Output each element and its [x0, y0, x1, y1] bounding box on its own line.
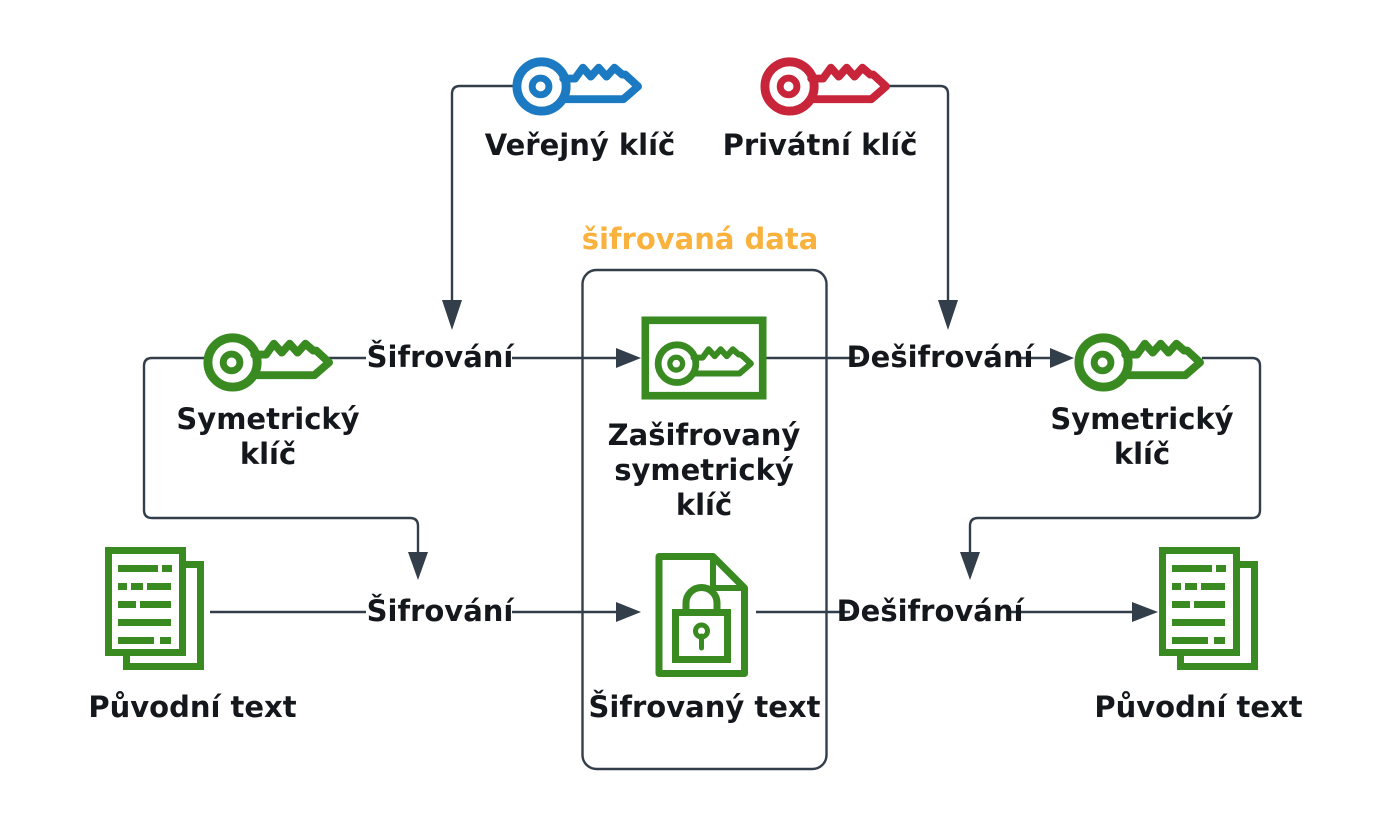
private-key-icon — [760, 45, 890, 120]
encrypted-text-label: Šifrovaný text — [588, 690, 821, 724]
encrypted-symmetric-key-icon — [641, 316, 767, 400]
arrowhead-down-encrypt-bottom — [408, 552, 428, 580]
connector-symkey-right-loop — [968, 356, 1262, 552]
symmetric-key-right-label: Symetrický klíč — [1050, 402, 1234, 471]
decrypt-step-top-label: Dešifrování — [846, 340, 1034, 374]
arrowhead-down-encrypt-top — [442, 300, 462, 330]
encrypt-step-top-label: Šifrování — [366, 340, 514, 374]
plain-text-left-icon — [104, 546, 208, 676]
encrypted-data-box — [581, 268, 828, 771]
plain-text-right-label: Původní text — [1094, 690, 1303, 724]
connector-private-key-to-decrypt — [884, 84, 950, 300]
arrowhead-down-decrypt-top — [938, 300, 958, 330]
symmetric-key-right-icon — [1074, 321, 1204, 396]
arrowhead-down-decrypt-bottom — [960, 552, 980, 580]
connector-public-key-to-encrypt — [450, 84, 514, 300]
symmetric-key-left-icon — [203, 321, 333, 396]
encrypted-symmetric-key-label: Zašifrovaný symetrický klíč — [607, 418, 801, 522]
private-key-label: Privátní klíč — [722, 128, 918, 162]
encrypt-step-bottom-label: Šifrování — [366, 594, 514, 628]
decrypt-step-bottom-label: Dešifrování — [836, 594, 1024, 628]
public-key-icon — [512, 45, 642, 120]
symmetric-key-left-label: Symetrický klíč — [176, 402, 360, 471]
encrypted-text-icon — [650, 551, 754, 679]
public-key-label: Veřejný klíč — [484, 128, 676, 162]
arrowhead-right-symkey-right — [1050, 348, 1074, 368]
connector-symkey-left-loop — [142, 356, 420, 552]
encrypted-data-label: šifrovaná data — [581, 222, 819, 256]
plain-text-right-icon — [1158, 546, 1262, 676]
arrowhead-right-keybox — [616, 348, 641, 368]
plain-text-left-label: Původní text — [88, 690, 297, 724]
arrowhead-right-doc-right — [1132, 602, 1158, 622]
arrowhead-right-lockdoc — [616, 602, 641, 622]
